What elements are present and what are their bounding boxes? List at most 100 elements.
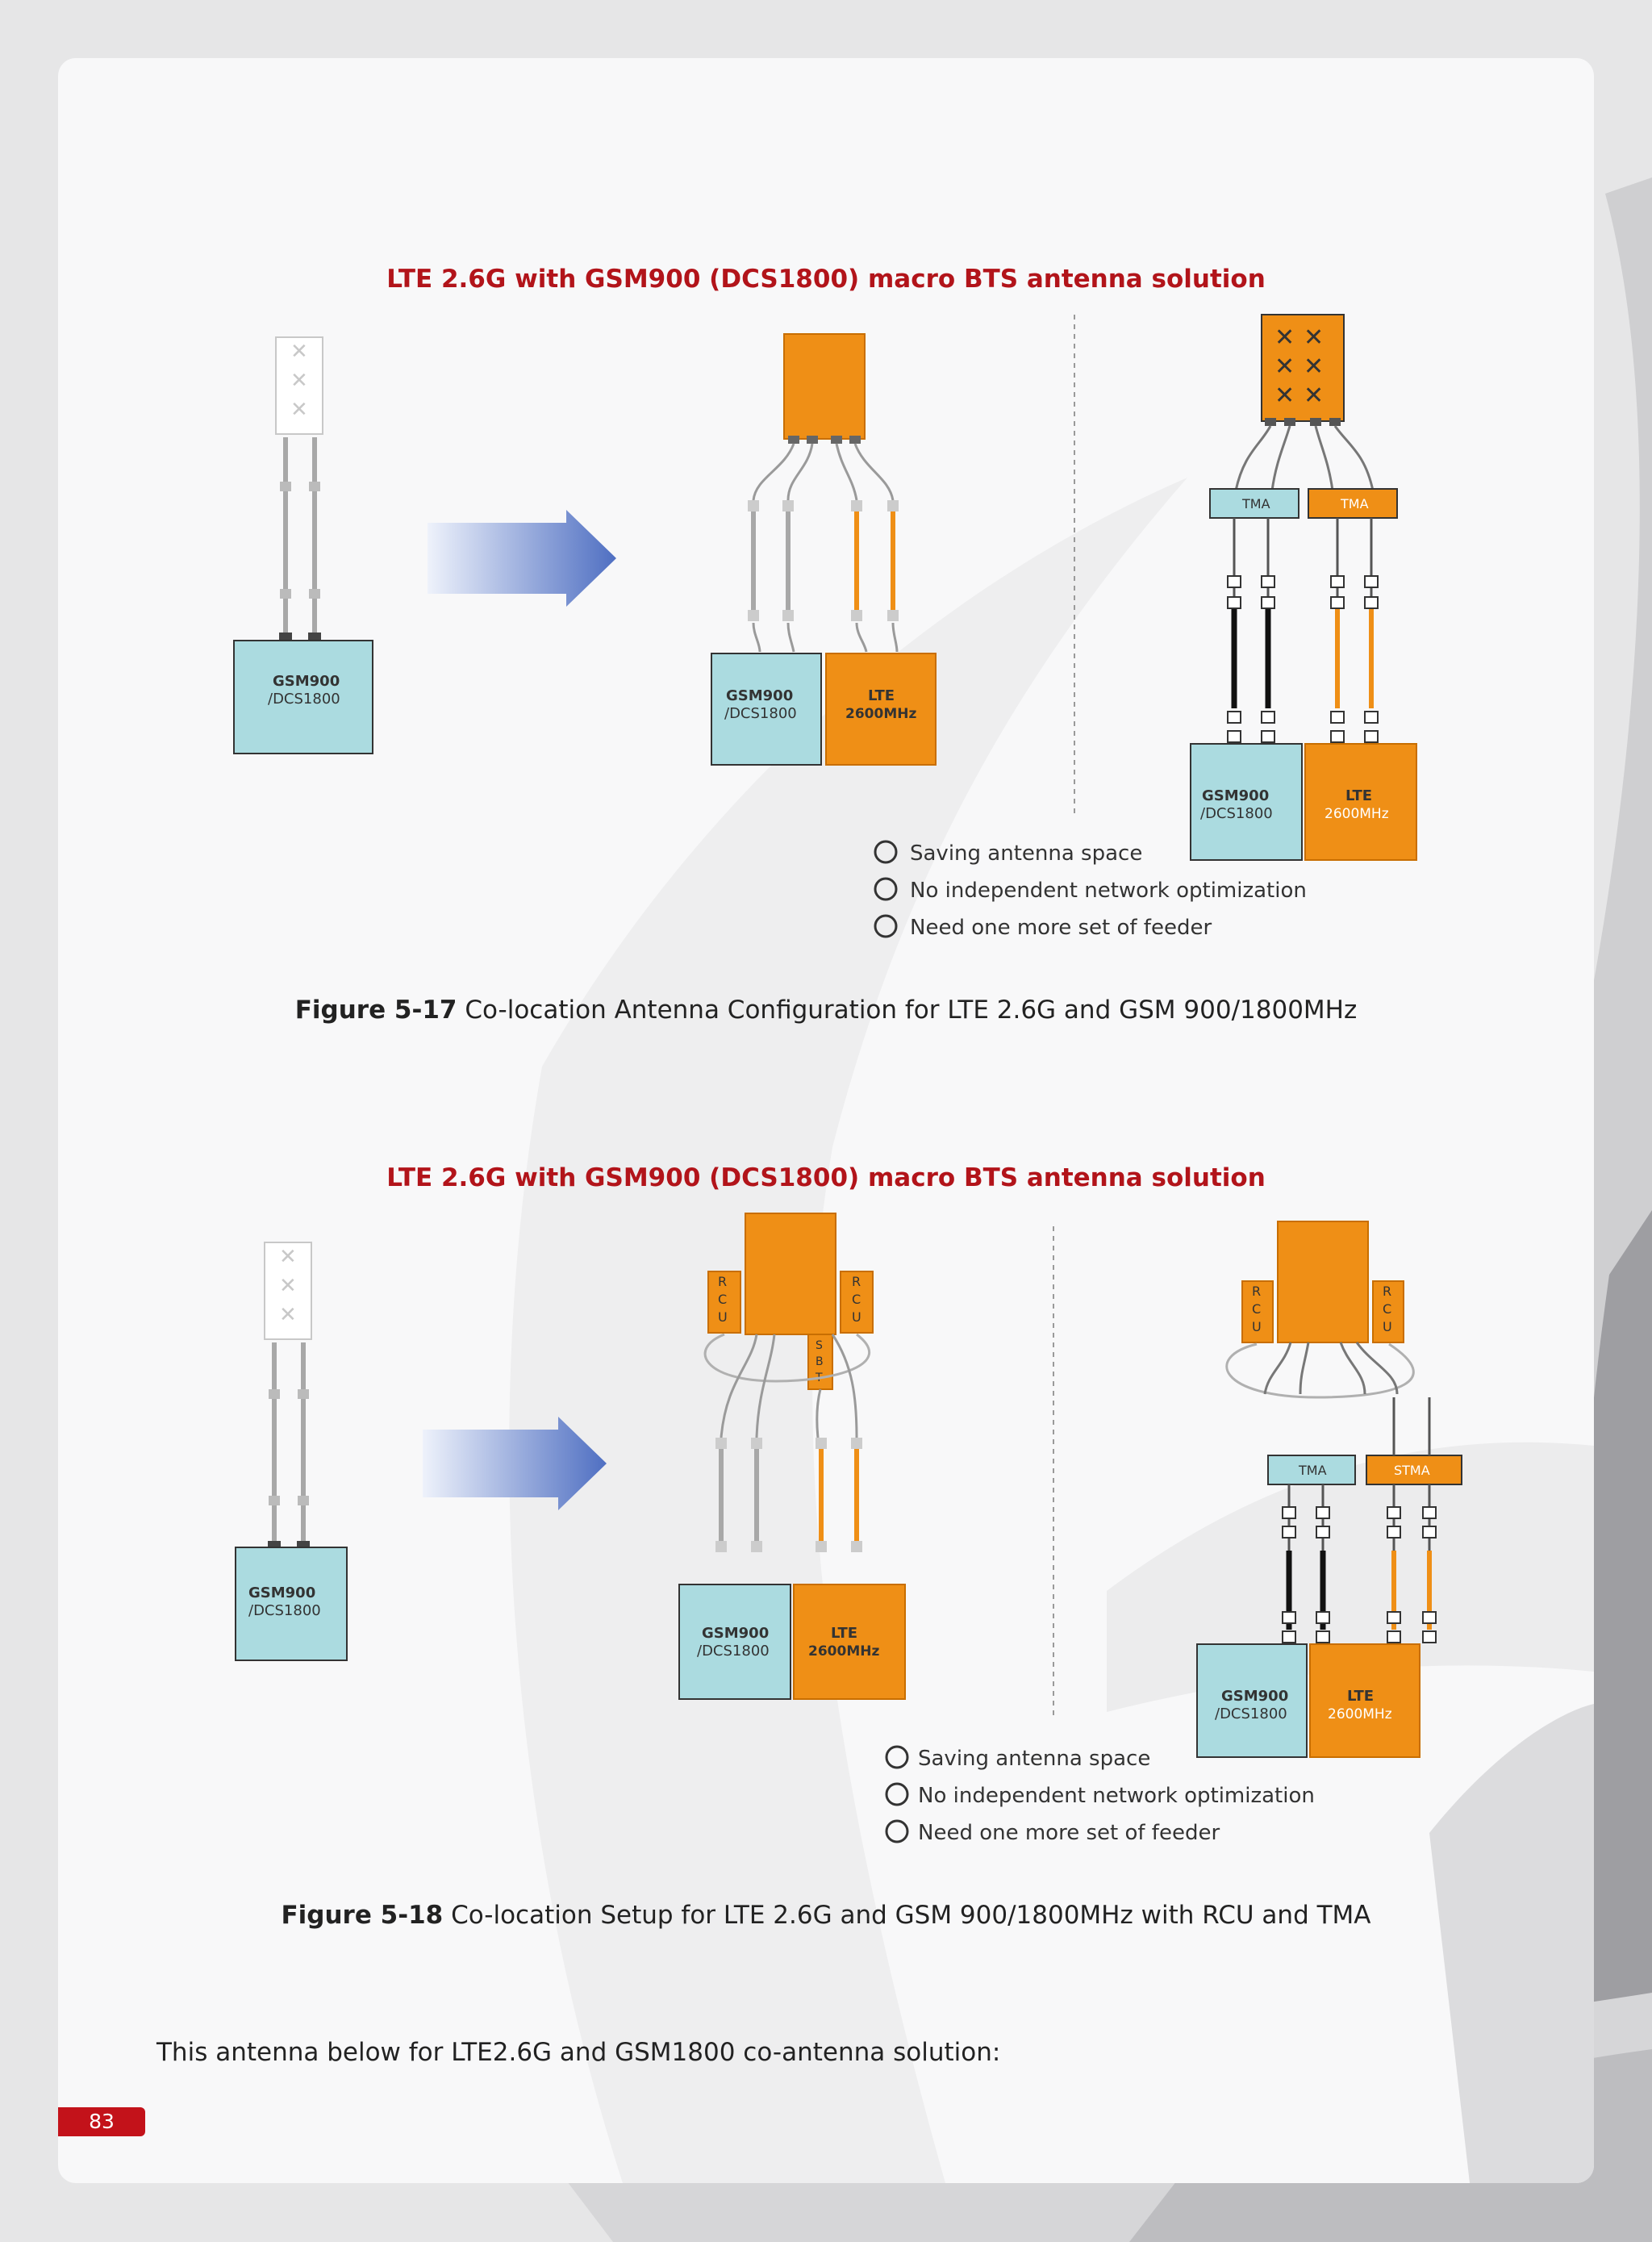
alt-gsm-line2: /DCS1800: [1215, 1706, 1287, 1722]
rcu-right-box: [1372, 1280, 1404, 1343]
sbt-letter: B: [816, 1355, 824, 1368]
rcu-letter: R: [1383, 1284, 1391, 1299]
svg-text:✕: ✕: [279, 1303, 297, 1327]
figure-18-title: LTE 2.6G with GSM900 (DCS1800) macro BTS…: [386, 1163, 1266, 1192]
alt-lte-line2: 2600MHz: [1325, 806, 1389, 822]
rcu-letter: U: [1252, 1319, 1262, 1334]
tma-gsm-label: TMA: [1241, 496, 1270, 511]
alt-gsm-line1: GSM900: [1202, 787, 1269, 804]
alt-feeders: [1282, 1397, 1437, 1643]
svg-text:✕: ✕: [279, 1245, 297, 1269]
stma-label: STMA: [1394, 1463, 1430, 1478]
alt-antenna-ports: [1265, 418, 1341, 426]
alt-antenna: [1277, 1221, 1369, 1343]
shared-feeders: [715, 1438, 862, 1552]
rcu-letter: R: [852, 1274, 861, 1289]
tma-gsm-box: [1209, 488, 1299, 519]
page-card: LTE 2.6G with GSM900 (DCS1800) macro BTS…: [58, 58, 1594, 2183]
arrow-icon: [428, 510, 616, 607]
sbt-letter: S: [816, 1339, 823, 1352]
alt-gsm-line1: GSM900: [1221, 1688, 1288, 1705]
figure-17-diagram: ✕ ✕ ✕ GSM900 /DCS1800: [233, 314, 1417, 940]
tma-lte-box: [1308, 488, 1398, 519]
original-antenna: ✕ ✕ ✕: [264, 1242, 312, 1340]
svg-text:✕: ✕: [279, 1274, 297, 1298]
note-text: No independent network optimization: [918, 1784, 1315, 1808]
alt-lte-line1: LTE: [1347, 1688, 1374, 1705]
figure-17-caption: Figure 5-17 Co-location Antenna Configur…: [58, 996, 1594, 1025]
tma-box: [1267, 1455, 1356, 1485]
stma-box: [1366, 1455, 1462, 1485]
figure-18-caption-label: Figure 5-18: [281, 1901, 444, 1930]
alt-lte-line1: LTE: [1345, 787, 1372, 804]
rcu-letter: C: [852, 1292, 861, 1307]
rcu-letter: U: [1383, 1319, 1392, 1334]
alt-lte-box: [1309, 1643, 1420, 1758]
original-feeders: [279, 437, 321, 641]
svg-text:✕: ✕: [1304, 382, 1324, 410]
alt-lte-box: [1304, 743, 1417, 861]
shared-gsm-line1: GSM900: [702, 1625, 769, 1642]
alt-antenna-elements: ✕✕ ✕✕ ✕✕: [1274, 324, 1324, 410]
rcu-left-box: [1241, 1280, 1274, 1343]
rcu-letter: U: [852, 1309, 861, 1325]
original-bts-line1: GSM900: [248, 1584, 315, 1601]
shared-lte-line2: 2600MHz: [845, 706, 916, 722]
body-text: This antenna below for LTE2.6G and GSM18…: [156, 2038, 1001, 2067]
shared-lte-line1: LTE: [868, 687, 895, 704]
original-bts-box: [235, 1547, 348, 1661]
note-text: Saving antenna space: [918, 1747, 1150, 1771]
figure-17-notes: Saving antenna space No independent netw…: [874, 840, 1307, 940]
svg-text:✕: ✕: [1304, 324, 1324, 352]
figure-18-diagram: ✕ ✕ ✕ GSM900 /DCS1800 R C U R C U S B T: [235, 1213, 1462, 1845]
rcu-letter: R: [718, 1274, 727, 1289]
shared-feeders: [748, 500, 899, 653]
alt-lte-line2: 2600MHz: [1328, 1706, 1392, 1722]
rcu-right-box: [840, 1271, 874, 1334]
original-bts-line2: /DCS1800: [268, 691, 340, 708]
shared-lte-box: [793, 1584, 906, 1700]
figure-17-caption-label: Figure 5-17: [294, 996, 457, 1025]
figure-18-caption: Figure 5-18 Co-location Setup for LTE 2.…: [58, 1901, 1594, 1930]
alt-jumpers: [1234, 425, 1375, 491]
alt-feeders: [1227, 518, 1379, 743]
shared-gsm-box: [678, 1584, 791, 1700]
shared-lte-line1: LTE: [831, 1625, 857, 1642]
frown-icon: [874, 877, 898, 901]
rcu-letter: C: [1383, 1301, 1391, 1317]
arrow-icon: [423, 1417, 607, 1510]
frown-icon: [874, 914, 898, 938]
shared-gsm-line1: GSM900: [726, 687, 793, 704]
shared-antenna-ports: [788, 436, 861, 444]
rcu-letter: C: [1252, 1301, 1261, 1317]
note-text: Need one more set of feeder: [910, 916, 1212, 940]
figure-17-caption-text: Co-location Antenna Configuration for LT…: [457, 996, 1358, 1025]
alt-gsm-box: [1196, 1643, 1308, 1758]
alt-jumpers: [1263, 1342, 1399, 1395]
alt-antenna: [1261, 314, 1345, 422]
rcu-loop-cable: [703, 1333, 871, 1383]
tma-label: TMA: [1298, 1463, 1327, 1478]
note-text: Saving antenna space: [910, 841, 1142, 866]
svg-text:✕: ✕: [1274, 324, 1295, 352]
rcu-letter: R: [1252, 1284, 1261, 1299]
shared-antenna: [783, 333, 866, 440]
original-bts-box: [233, 640, 373, 754]
note-text: Need one more set of feeder: [918, 1821, 1220, 1845]
frown-icon: [885, 1819, 909, 1843]
rcu-letter: C: [718, 1292, 727, 1307]
svg-text:✕: ✕: [290, 340, 308, 364]
original-feeders: [268, 1342, 310, 1549]
original-antenna: ✕ ✕ ✕: [275, 336, 323, 435]
svg-text:✕: ✕: [1274, 353, 1295, 381]
rcu-left-box: [707, 1271, 741, 1334]
page-number: 83: [58, 2107, 145, 2136]
shared-jumpers: [720, 1334, 858, 1438]
shared-gsm-line2: /DCS1800: [697, 1643, 770, 1660]
svg-text:✕: ✕: [1274, 382, 1295, 410]
svg-text:✕: ✕: [290, 398, 308, 422]
rcu-letter: U: [718, 1309, 728, 1325]
shared-lte-line2: 2600MHz: [808, 1643, 879, 1660]
original-bts-line2: /DCS1800: [248, 1602, 321, 1619]
svg-text:✕: ✕: [290, 369, 308, 393]
